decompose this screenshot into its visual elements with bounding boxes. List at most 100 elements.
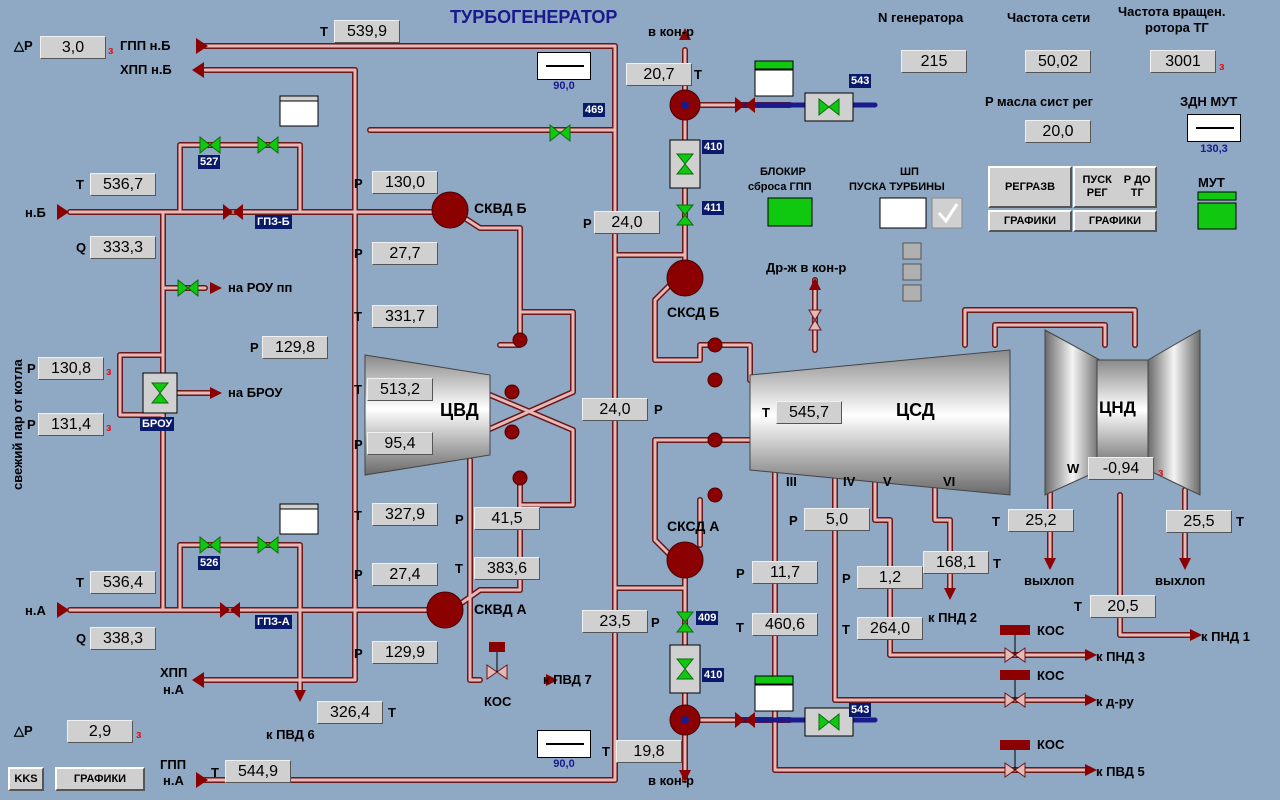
shp-check xyxy=(931,197,963,229)
p27b-value: 27,4 xyxy=(372,563,438,586)
zdn-top-value: 90,0 xyxy=(553,80,575,92)
zdn-mut-control[interactable] xyxy=(1187,114,1241,142)
q-b-value: 333,3 xyxy=(90,236,156,259)
p1-label: P xyxy=(27,361,36,376)
csd-cylinder xyxy=(749,349,1011,496)
brou-label: на БРОУ xyxy=(228,385,283,400)
t-b-label: T xyxy=(76,177,84,192)
p1-mark: з xyxy=(106,366,112,378)
pvd6-label: к ПВД 6 xyxy=(266,727,315,742)
mut-box xyxy=(1197,202,1237,230)
actuator-boxes xyxy=(279,60,794,712)
graphs-button-1[interactable]: ГРАФИКИ xyxy=(988,210,1072,232)
cnd-right xyxy=(1147,329,1201,496)
zdn-mut-value: 130,3 xyxy=(1200,143,1228,155)
csd-t-label: T xyxy=(762,405,770,420)
t326-label: T xyxy=(388,705,396,720)
t383-value: 383,6 xyxy=(474,557,540,580)
p130-value: 130,0 xyxy=(372,171,438,194)
valve-527-tag: 527 xyxy=(198,155,221,169)
t-b-value: 536,7 xyxy=(90,173,156,196)
t331-value: 331,7 xyxy=(372,305,438,328)
p27b-label: P xyxy=(354,567,363,582)
shp-indicator xyxy=(879,197,927,229)
rou-label: на РОУ пп xyxy=(228,280,293,295)
graphs-button-3[interactable]: ГРАФИКИ xyxy=(55,767,145,791)
valve-411-tag: 411 xyxy=(702,201,724,215)
shp-label-2: ПУСКА ТУРБИНЫ xyxy=(849,181,945,193)
cvd-name: ЦВД xyxy=(440,400,479,420)
t205-value: 20,5 xyxy=(1090,595,1156,618)
n-gen-value: 215 xyxy=(901,50,967,73)
pnd2-label: к ПНД 2 xyxy=(928,610,977,625)
freq-label: Частота сети xyxy=(1007,10,1091,25)
skcd-a-label: СКСД А xyxy=(667,518,720,534)
rotor-label-2: ротора ТГ xyxy=(1145,20,1209,35)
zdn-top-control[interactable] xyxy=(537,52,591,80)
t-a-label: T xyxy=(76,575,84,590)
vyhlop-2-label: выхлоп xyxy=(1155,573,1206,588)
t513-label: T xyxy=(354,382,362,397)
gpz-b-tag: ГПЗ-Б xyxy=(255,215,292,229)
t264-value: 264,0 xyxy=(857,617,923,640)
q-a-label: Q xyxy=(76,631,87,646)
mut-bar xyxy=(1197,191,1237,201)
p41-value: 41,5 xyxy=(474,507,540,530)
p2-label: P xyxy=(27,417,36,432)
p12-value: 1,2 xyxy=(857,566,923,589)
row-v: V xyxy=(883,474,892,489)
pnd1-label: к ПНД 1 xyxy=(1201,629,1250,644)
flow-arrows xyxy=(57,28,1202,788)
control-valves-balls xyxy=(426,89,723,736)
blok-label-1: БЛОКИР xyxy=(760,166,806,178)
oil-value: 20,0 xyxy=(1025,120,1091,143)
rotor-label-1: Частота вращен. xyxy=(1118,4,1226,19)
w-label: W xyxy=(1067,461,1080,476)
mut-label: МУТ xyxy=(1198,175,1225,190)
kks-button[interactable]: KKS xyxy=(8,767,44,791)
gpp-nb-label: ГПП н.Б xyxy=(120,38,171,53)
p240b-value: 24,0 xyxy=(582,398,648,421)
v-kon-bot: в кон-р xyxy=(648,773,695,788)
dp-bot-mark: з xyxy=(136,729,142,741)
cnd-name: ЦНД xyxy=(1099,398,1136,417)
page-title: ТУРБОГЕНЕРАТОР xyxy=(450,7,618,27)
blok-label-2: сброса ГПП xyxy=(748,181,812,193)
t255-value: 25,5 xyxy=(1166,510,1232,533)
shp-label-1: ШП xyxy=(900,166,919,178)
t207-label: T xyxy=(694,67,702,82)
t207-value: 20,7 xyxy=(626,63,692,86)
t198-value: 19,8 xyxy=(616,740,682,763)
valve-410a-tag: 410 xyxy=(702,140,725,154)
blok-gpp-indicator xyxy=(767,197,813,227)
q-a-value: 338,3 xyxy=(90,627,156,650)
oil-label: P масла сист рег xyxy=(985,94,1094,109)
p95-label: P xyxy=(354,437,363,452)
hpp-nb-label: ХПП н.Б xyxy=(120,62,172,77)
p240-label: P xyxy=(583,216,592,231)
p235-label: P xyxy=(651,615,660,630)
hpp-na-label-2: н.А xyxy=(163,682,184,697)
p240-value: 24,0 xyxy=(594,211,660,234)
zdn-bot-control[interactable] xyxy=(537,730,591,758)
p-mid-label: P xyxy=(250,340,259,355)
csd-t-value: 545,7 xyxy=(776,401,842,424)
p2-mark: з xyxy=(106,422,112,434)
t264-label: T xyxy=(842,622,850,637)
row-iv: IV xyxy=(843,474,856,489)
p12-label: P xyxy=(842,571,851,586)
kos-2-label: КОС xyxy=(1037,668,1065,683)
brou-tag: БРОУ xyxy=(140,417,175,431)
pvd7-label: к ПВД 7 xyxy=(543,672,592,687)
t-a-value: 536,4 xyxy=(90,571,156,594)
t383-label: T xyxy=(455,561,463,576)
rotor-value: 3001 xyxy=(1150,50,1216,73)
row-iii: III xyxy=(786,474,797,489)
dp-top-label: △P xyxy=(14,38,33,53)
t168-value: 168,1 xyxy=(923,551,989,574)
graphs-button-2[interactable]: ГРАФИКИ xyxy=(1073,210,1157,232)
pnd3-label: к ПНД 3 xyxy=(1096,649,1145,664)
